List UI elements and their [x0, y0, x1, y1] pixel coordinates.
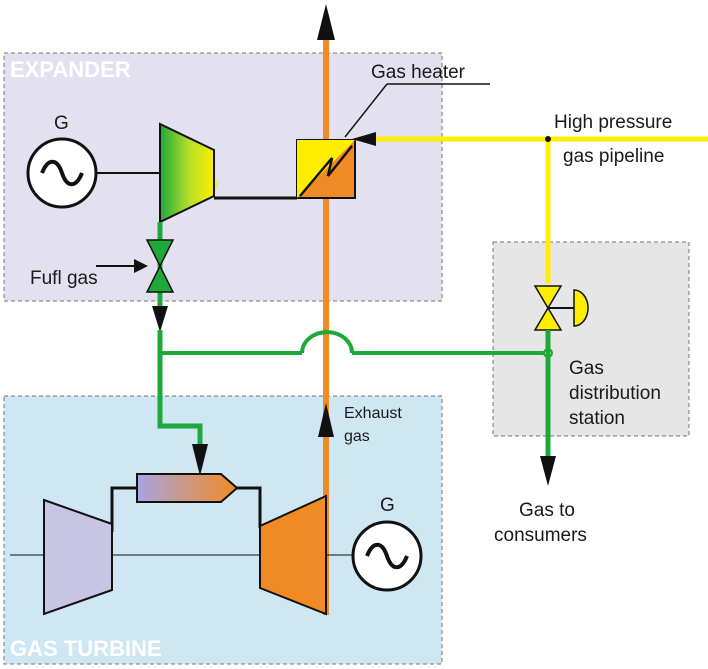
fuel-gas-flow-arrow [152, 306, 168, 332]
generator-bottom-sine-icon [365, 542, 409, 570]
fuel-gas-label: Fufl gas [30, 268, 98, 289]
gas-turbine [259, 494, 327, 616]
expander-turbine [159, 122, 215, 224]
station-valve-actuator [573, 289, 589, 327]
combustor-to-turbine [237, 486, 262, 528]
gas-distribution-label-3: station [569, 408, 625, 429]
station-valve-top [533, 285, 563, 310]
fuel-gas-pointer-arrow [134, 259, 148, 273]
gas-heater-leader [344, 83, 388, 138]
consumers-label-2: consumers [494, 525, 587, 546]
consumers-arrow [540, 456, 556, 486]
generator-label-top: G [54, 113, 69, 134]
combustor [136, 473, 239, 503]
pipeline-junction [545, 136, 551, 142]
exhaust-outlet-arrow [317, 4, 335, 40]
fuel-gas-valve-top [145, 239, 175, 268]
combustor-inlet-arrow [192, 444, 208, 476]
pipeline-inlet-arrow [352, 132, 376, 146]
high-pressure-label-2: gas pipeline [563, 146, 664, 167]
exhaust-label-2: gas [344, 428, 370, 445]
gas-distribution-label-2: distribution [569, 383, 661, 404]
generator-top-sine-icon [40, 159, 84, 187]
fuel-gas-crossover-bridge [300, 330, 354, 354]
high-pressure-label-1: High pressure [554, 112, 672, 133]
exhaust-label-1: Exhaust [344, 405, 402, 422]
fuel-gas-main-pipe [157, 330, 203, 446]
compressor [43, 498, 113, 616]
combustor-to-compressor [110, 486, 137, 532]
gas-turbine-zone-title: GAS TURBINE [10, 636, 162, 661]
fuel-gas-valve-bottom [145, 264, 175, 293]
expander-zone-title: EXPANDER [10, 57, 131, 82]
exhaust-flow-arrow [318, 403, 334, 437]
generator-label-bottom: G [380, 495, 395, 516]
gas-heater-label: Gas heater [371, 62, 466, 83]
gas-distribution-label-1: Gas [569, 358, 604, 379]
gas-distribution-station-zone [492, 241, 690, 437]
consumers-label-1: Gas to [519, 500, 575, 521]
gas-heater-coil [299, 145, 353, 197]
